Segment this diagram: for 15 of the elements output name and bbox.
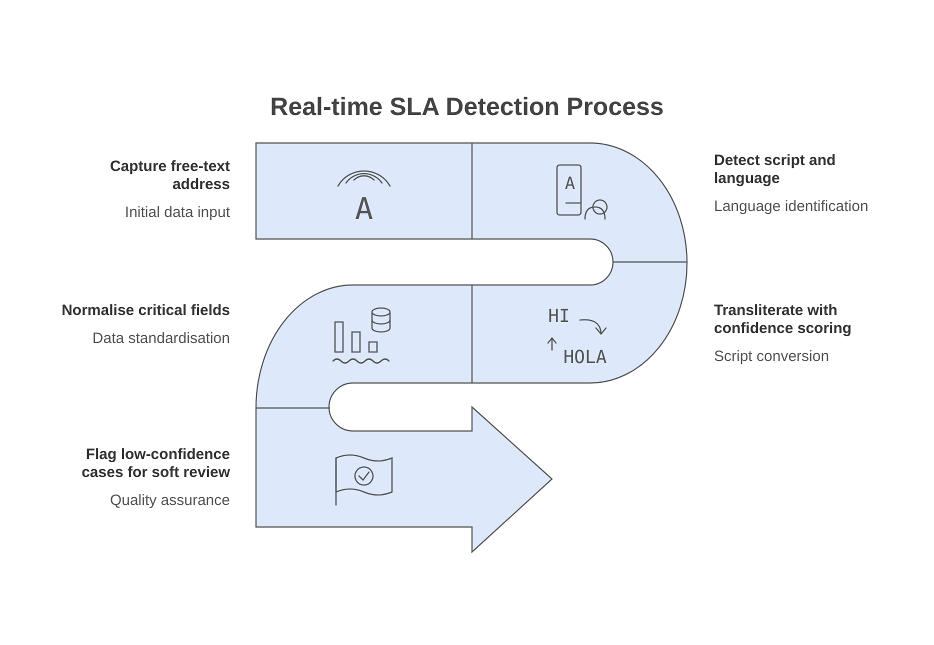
- step-description: Quality assurance: [108, 492, 230, 510]
- diagram-title: Real-time SLA Detection Process: [269, 93, 665, 122]
- step-heading: Normalise critical fields: [60, 302, 230, 320]
- step-description: Data standardisation: [91, 330, 230, 348]
- step-heading: Detect script and language: [714, 152, 837, 188]
- icon-letter: A: [564, 174, 576, 194]
- step-heading: Flag low-confidence cases for soft review: [80, 446, 230, 482]
- step-description: Initial data input: [124, 204, 230, 222]
- icon-letter: A: [354, 192, 374, 227]
- step-heading: Transliterate with confidence scoring: [714, 302, 853, 338]
- step-description: Language identification: [714, 198, 870, 216]
- step-description: Script conversion: [714, 348, 830, 366]
- icon-letter: HOLA: [563, 347, 607, 368]
- icon-letter: HI: [548, 306, 570, 327]
- step-heading: Capture free-text address: [108, 158, 230, 194]
